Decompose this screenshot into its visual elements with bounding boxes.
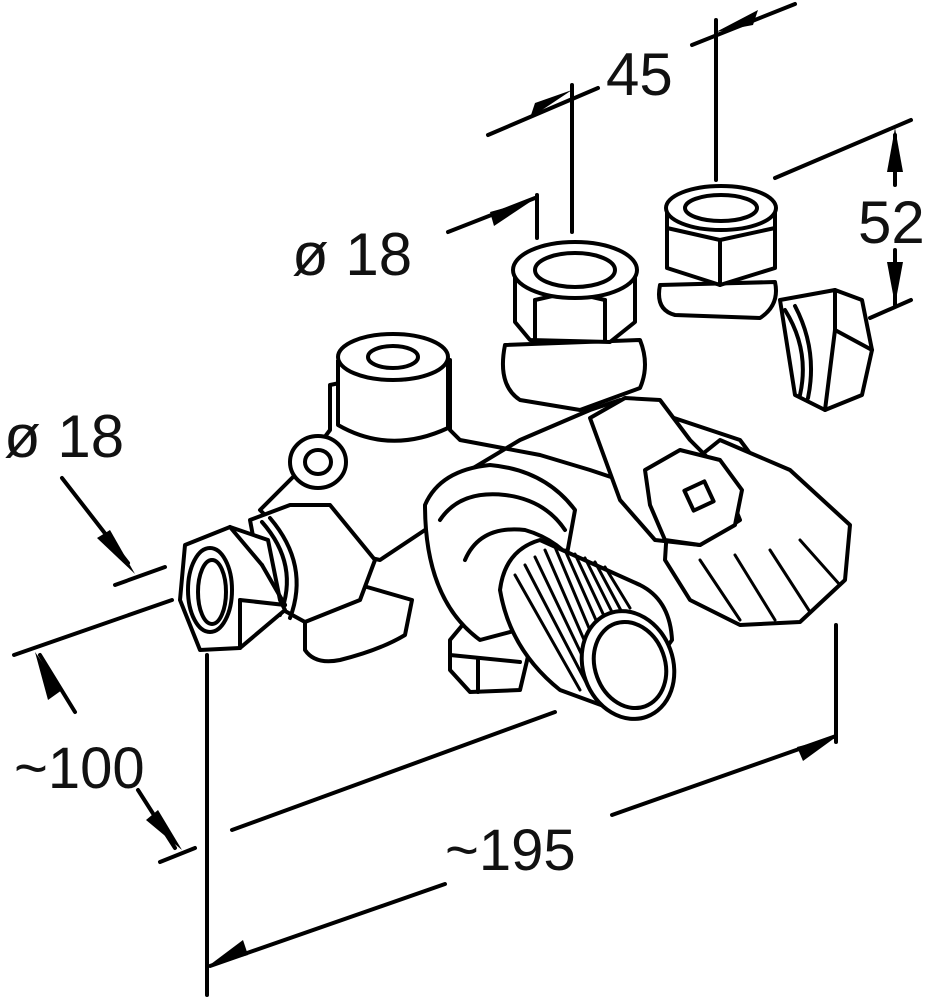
- knurled-knob: [423, 463, 677, 721]
- dimension-label-100: ~100: [14, 736, 145, 801]
- dimension-label-side-pipe-diameter: ø 18: [4, 403, 124, 470]
- valve-body: [258, 332, 802, 664]
- left-inlet-nut: [178, 503, 377, 652]
- dimension-label-52: 52: [858, 189, 925, 256]
- dimension-100: ~100: [14, 652, 197, 864]
- dimension-top-pipe-diameter: ø 18: [292, 193, 539, 288]
- square-stem-icon: [682, 479, 716, 513]
- dimension-45: 45: [486, 2, 797, 234]
- dimension-label-45: 45: [606, 41, 673, 108]
- dimension-52: 52: [773, 118, 925, 320]
- dimension-label-top-pipe-diameter: ø 18: [292, 221, 412, 288]
- dimension-side-pipe-diameter: ø 18: [4, 403, 174, 657]
- right-outlet-nut: [778, 288, 874, 412]
- dimension-label-195: ~195: [445, 818, 576, 883]
- top-left-nut: [500, 240, 647, 412]
- top-right-nut: [657, 184, 778, 320]
- right-valve-cap: [588, 396, 852, 627]
- dimension-195: ~195: [205, 623, 838, 997]
